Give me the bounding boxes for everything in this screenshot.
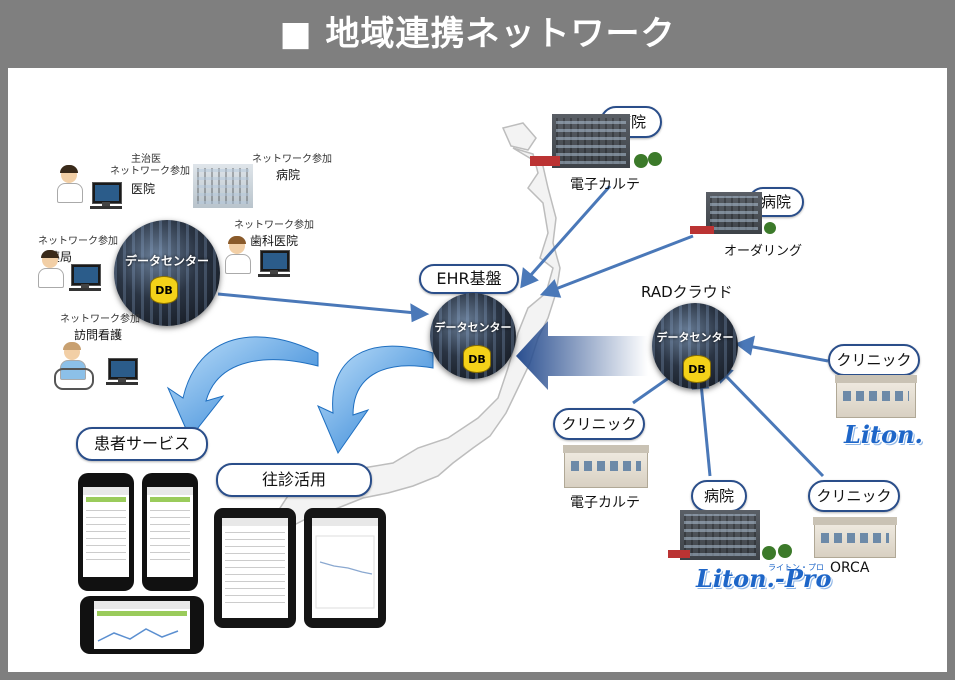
rad-database-icon: DB (683, 355, 711, 383)
clinic-bottom-caption: ORCA (830, 560, 870, 576)
rad-cloud-label: RADクラウド (641, 283, 733, 301)
hospital-top-caption: 電子カルテ (570, 177, 640, 193)
left-database-icon: DB (150, 276, 178, 304)
clinic-left-caption: 電子カルテ (570, 495, 640, 511)
tree-icon (764, 222, 776, 234)
clinic-node-caption: 主治医 ネットワーク参加 (110, 154, 190, 177)
hospital-bottom-bubble: 病院 (691, 480, 747, 512)
tree-icon (778, 544, 792, 558)
ehr-database-icon: DB (463, 345, 491, 373)
nurse-wheelchair-icon (58, 342, 88, 380)
clinic-building-icon (563, 445, 649, 488)
hospital-sign-icon (530, 156, 560, 166)
hospital-node-caption: ネットワーク参加 (252, 154, 332, 165)
liton-pro-logo: Liton.-Pro (696, 564, 832, 593)
liton-logo: Liton. (844, 420, 923, 449)
ehr-data-center-icon: データセンター (430, 293, 516, 379)
clinic-right-bubble: クリニック (828, 344, 920, 376)
mini-trend-chart (97, 628, 179, 642)
clinic-node-label: 医院 (131, 182, 156, 196)
doctor-icon (55, 165, 85, 203)
home-nursing-node-caption: ネットワーク参加 (60, 314, 140, 325)
hospital-building-icon (552, 114, 630, 168)
clinic-building-icon (813, 517, 897, 558)
left-data-center-label: データセンター (124, 254, 209, 268)
pharmacy-node-caption: ネットワーク参加 (38, 236, 118, 247)
tree-icon (648, 152, 662, 166)
rad-data-center-label: データセンター (656, 331, 734, 344)
diagram-panel: データセンター DB 主治医 ネットワーク参加 医院 ネットワーク参加 病院 ネ… (8, 68, 947, 672)
wheelchair-icon (54, 368, 94, 390)
left-data-center-icon: データセンター (114, 220, 220, 326)
pharmacist-icon (36, 250, 66, 288)
dentist-icon (223, 236, 253, 274)
hospital-node-label: 病院 (276, 168, 301, 182)
liton-pro-sublabel: ライトン・プロ (768, 563, 824, 572)
tablet-icon (214, 508, 296, 628)
hospital-sign-icon (668, 550, 690, 558)
home-nursing-node-label: 訪問看護 (74, 328, 123, 342)
page-title: ■ 地域連携ネットワーク (279, 14, 676, 54)
dental-node-caption: ネットワーク参加 (234, 220, 314, 231)
smartphone-icon (78, 473, 134, 591)
home-visit-bubble: 往診活用 (216, 463, 372, 497)
clinic-building-icon (835, 375, 917, 418)
tablet-icon (304, 508, 386, 628)
clinic-bottom-bubble: クリニック (808, 480, 900, 512)
hospital-building-icon (706, 192, 762, 234)
ehr-platform-bubble: EHR基盤 (419, 264, 519, 294)
smartphone-landscape-icon (80, 596, 204, 654)
hospital-order-caption: オーダリング (724, 244, 803, 259)
smartphone-icon (142, 473, 198, 591)
data-flow-arrow (516, 321, 648, 390)
hospital-sign-icon (690, 226, 714, 234)
clinic-left-bubble: クリニック (553, 408, 645, 440)
tree-icon (634, 154, 648, 168)
patient-service-bubble: 患者サービス (76, 427, 208, 461)
ehr-data-center-label: データセンター (434, 321, 512, 334)
dental-node-label: 歯科医院 (250, 234, 299, 248)
mini-trend-chart (315, 535, 375, 609)
hospital-building-icon (680, 510, 760, 560)
hospital-building-icon (193, 164, 253, 208)
tree-icon (762, 546, 776, 560)
